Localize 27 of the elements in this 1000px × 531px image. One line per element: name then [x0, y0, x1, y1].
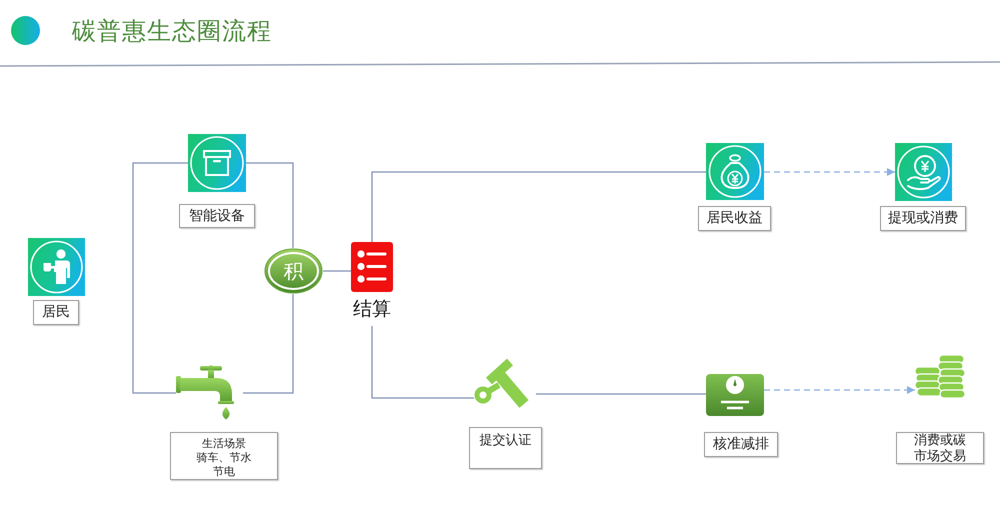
- connector-line: [243, 294, 294, 394]
- dashed-arrow: [764, 168, 895, 176]
- connector-line: [246, 162, 294, 248]
- scale-icon: [706, 371, 764, 416]
- connector-line: [371, 171, 706, 242]
- title: 碳普惠生态圈流程: [72, 16, 272, 47]
- label-box: 智能设备: [179, 204, 255, 228]
- label-box: 提交认证: [469, 427, 542, 469]
- person-icon: [28, 238, 85, 296]
- connector-line: [323, 270, 351, 272]
- caption-text: 结算: [353, 297, 391, 321]
- connector-line: [536, 393, 706, 395]
- label-box: 居民收益: [698, 206, 771, 231]
- connector-line: [132, 162, 188, 394]
- label-box: 消费或碳市场交易: [896, 432, 984, 464]
- money-bag-icon: [706, 143, 764, 200]
- body-text: 骑车、节水节电: [196, 450, 252, 478]
- label-box: 居民: [33, 300, 79, 325]
- label-box: 提现或消费: [880, 206, 966, 231]
- label-box: 核准减排: [704, 432, 778, 457]
- dashed-arrow: [764, 386, 915, 394]
- label-box: [170, 432, 278, 480]
- coin-hand-icon: [895, 143, 952, 201]
- connector-line: [371, 326, 474, 399]
- ellipse-badge: 积: [264, 248, 323, 294]
- package-icon: [188, 134, 246, 192]
- heading-text: 生活场景: [201, 437, 247, 451]
